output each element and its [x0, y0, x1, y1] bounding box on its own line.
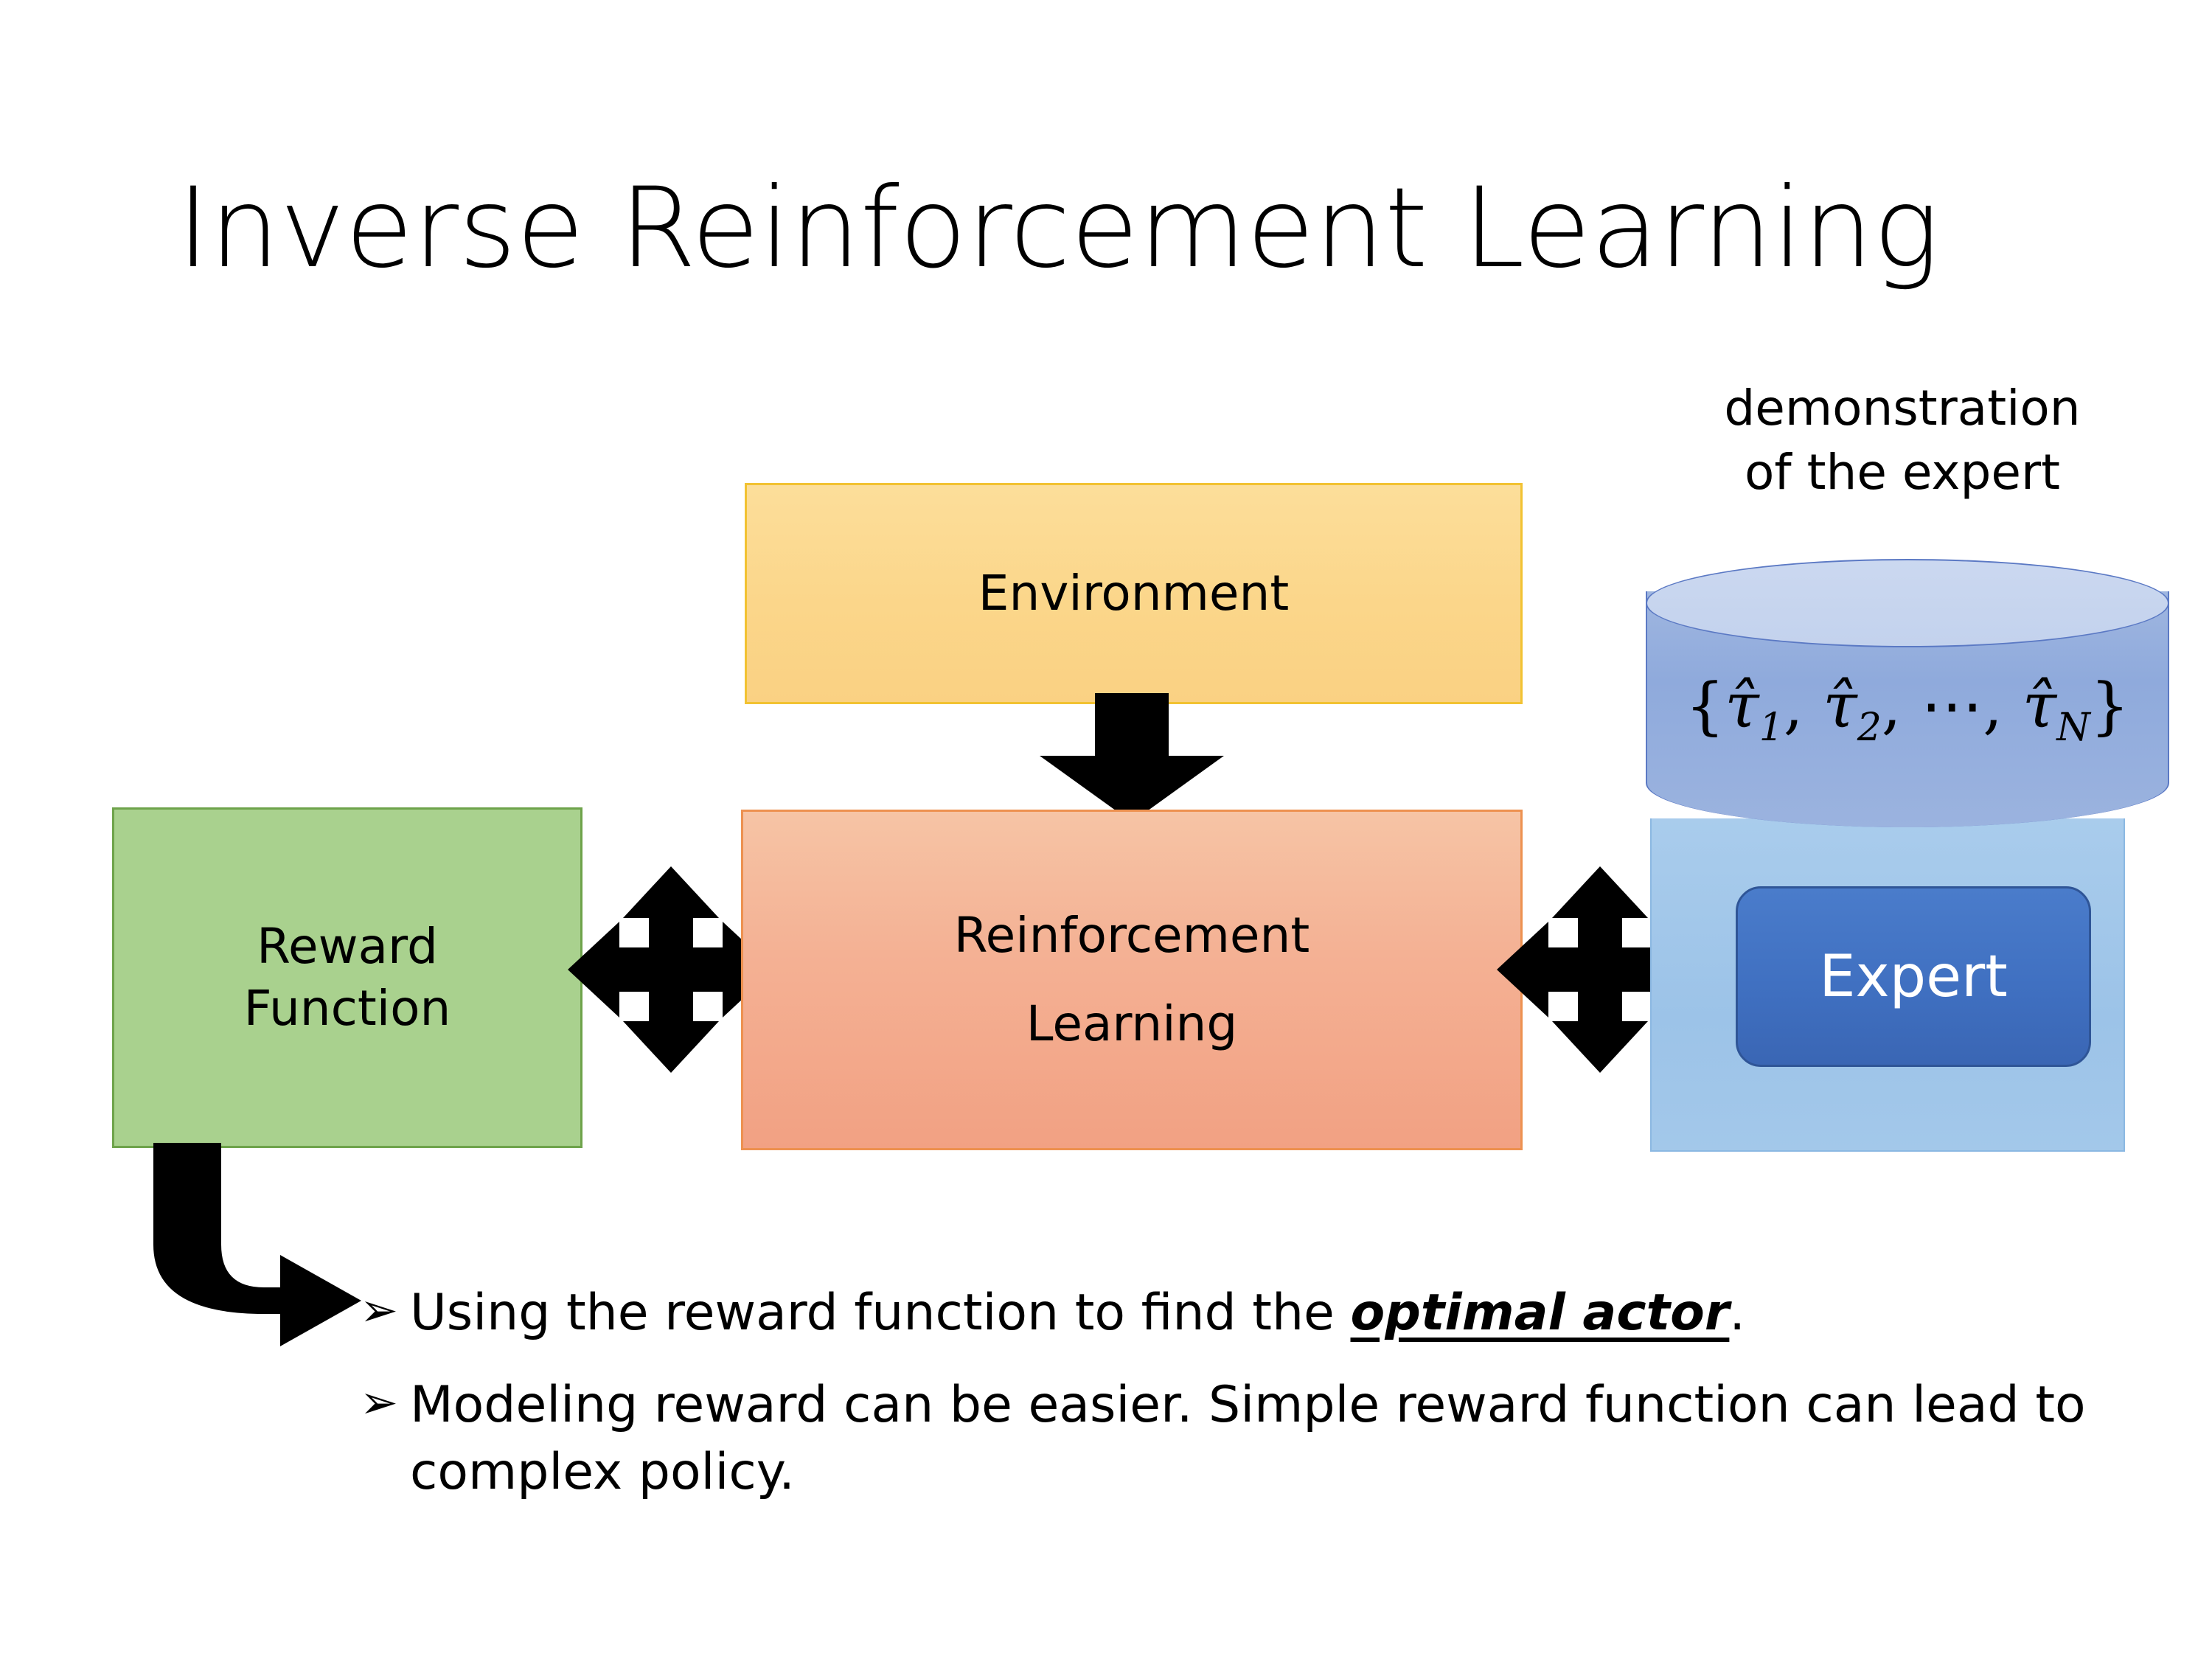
reinforcement-learning-label-line1: Reinforcement	[953, 906, 1310, 964]
trajectory-n: τ̂	[2022, 669, 2057, 742]
bullet-1-text-after: .	[1729, 1284, 1746, 1342]
trajectory-2: τ̂	[1823, 669, 1857, 742]
reward-function-box: Reward Function	[112, 807, 582, 1148]
expert-box: Expert	[1736, 886, 2091, 1067]
demonstration-caption-line1: demonstration	[1724, 380, 2081, 437]
environment-box: Environment	[745, 483, 1523, 704]
reward-to-rl-double-arrow-icon	[568, 866, 774, 1073]
bullet-text-2: Modeling reward can be easier. Simple re…	[410, 1376, 2086, 1502]
environment-to-rl-arrow-icon	[1040, 693, 1224, 822]
environment-box-label: Environment	[978, 564, 1290, 622]
reinforcement-learning-box: Reinforcement Learning	[741, 810, 1523, 1150]
trajectory-set-formula: {τ̂1, τ̂2, ⋯, τ̂N}	[1646, 669, 2169, 750]
demonstration-caption-line2: of the expert	[1745, 444, 2060, 501]
page-title: Inverse Reinforcement Learning	[177, 164, 1940, 293]
bullet-marker-icon: ➢	[360, 1375, 398, 1430]
comma-1: ,	[1783, 669, 1823, 742]
trajectory-n-subscript: N	[2056, 705, 2090, 750]
reward-to-bullets-elbow-arrow-icon	[153, 1143, 361, 1346]
set-open-brace: {	[1685, 669, 1725, 742]
ellipsis: ⋯	[1921, 669, 1983, 742]
trajectory-2-subscript: 2	[1857, 705, 1882, 750]
bullet-marker-icon: ➢	[360, 1283, 398, 1337]
reward-function-label-line2: Function	[243, 980, 451, 1037]
trajectory-1: τ̂	[1725, 669, 1759, 742]
list-item: ➢ Using the reward function to find the …	[360, 1279, 2093, 1346]
bullet-1-emphasis: optimal actor	[1350, 1284, 1730, 1342]
reward-function-label-line1: Reward	[257, 917, 438, 975]
cylinder-top-ellipse	[1646, 559, 2169, 647]
reinforcement-learning-label-line2: Learning	[1026, 995, 1238, 1052]
expert-box-label: Expert	[1819, 943, 2008, 1010]
bullet-text-1: Using the reward function to find the op…	[410, 1279, 2093, 1346]
set-close-brace: }	[2090, 669, 2130, 742]
demonstration-caption: demonstration of the expert	[1644, 376, 2160, 504]
list-item: ➢ Modeling reward can be easier. Simple …	[360, 1371, 2093, 1506]
trajectory-1-subscript: 1	[1759, 705, 1784, 750]
bullet-list: ➢ Using the reward function to find the …	[360, 1279, 2093, 1531]
trajectory-cylinder: {τ̂1, τ̂2, ⋯, τ̂N}	[1646, 559, 2169, 846]
comma-2: ,	[1881, 669, 1921, 742]
bullet-1-text-before: Using the reward function to find the	[410, 1284, 1351, 1342]
comma-3: ,	[1983, 669, 2023, 742]
